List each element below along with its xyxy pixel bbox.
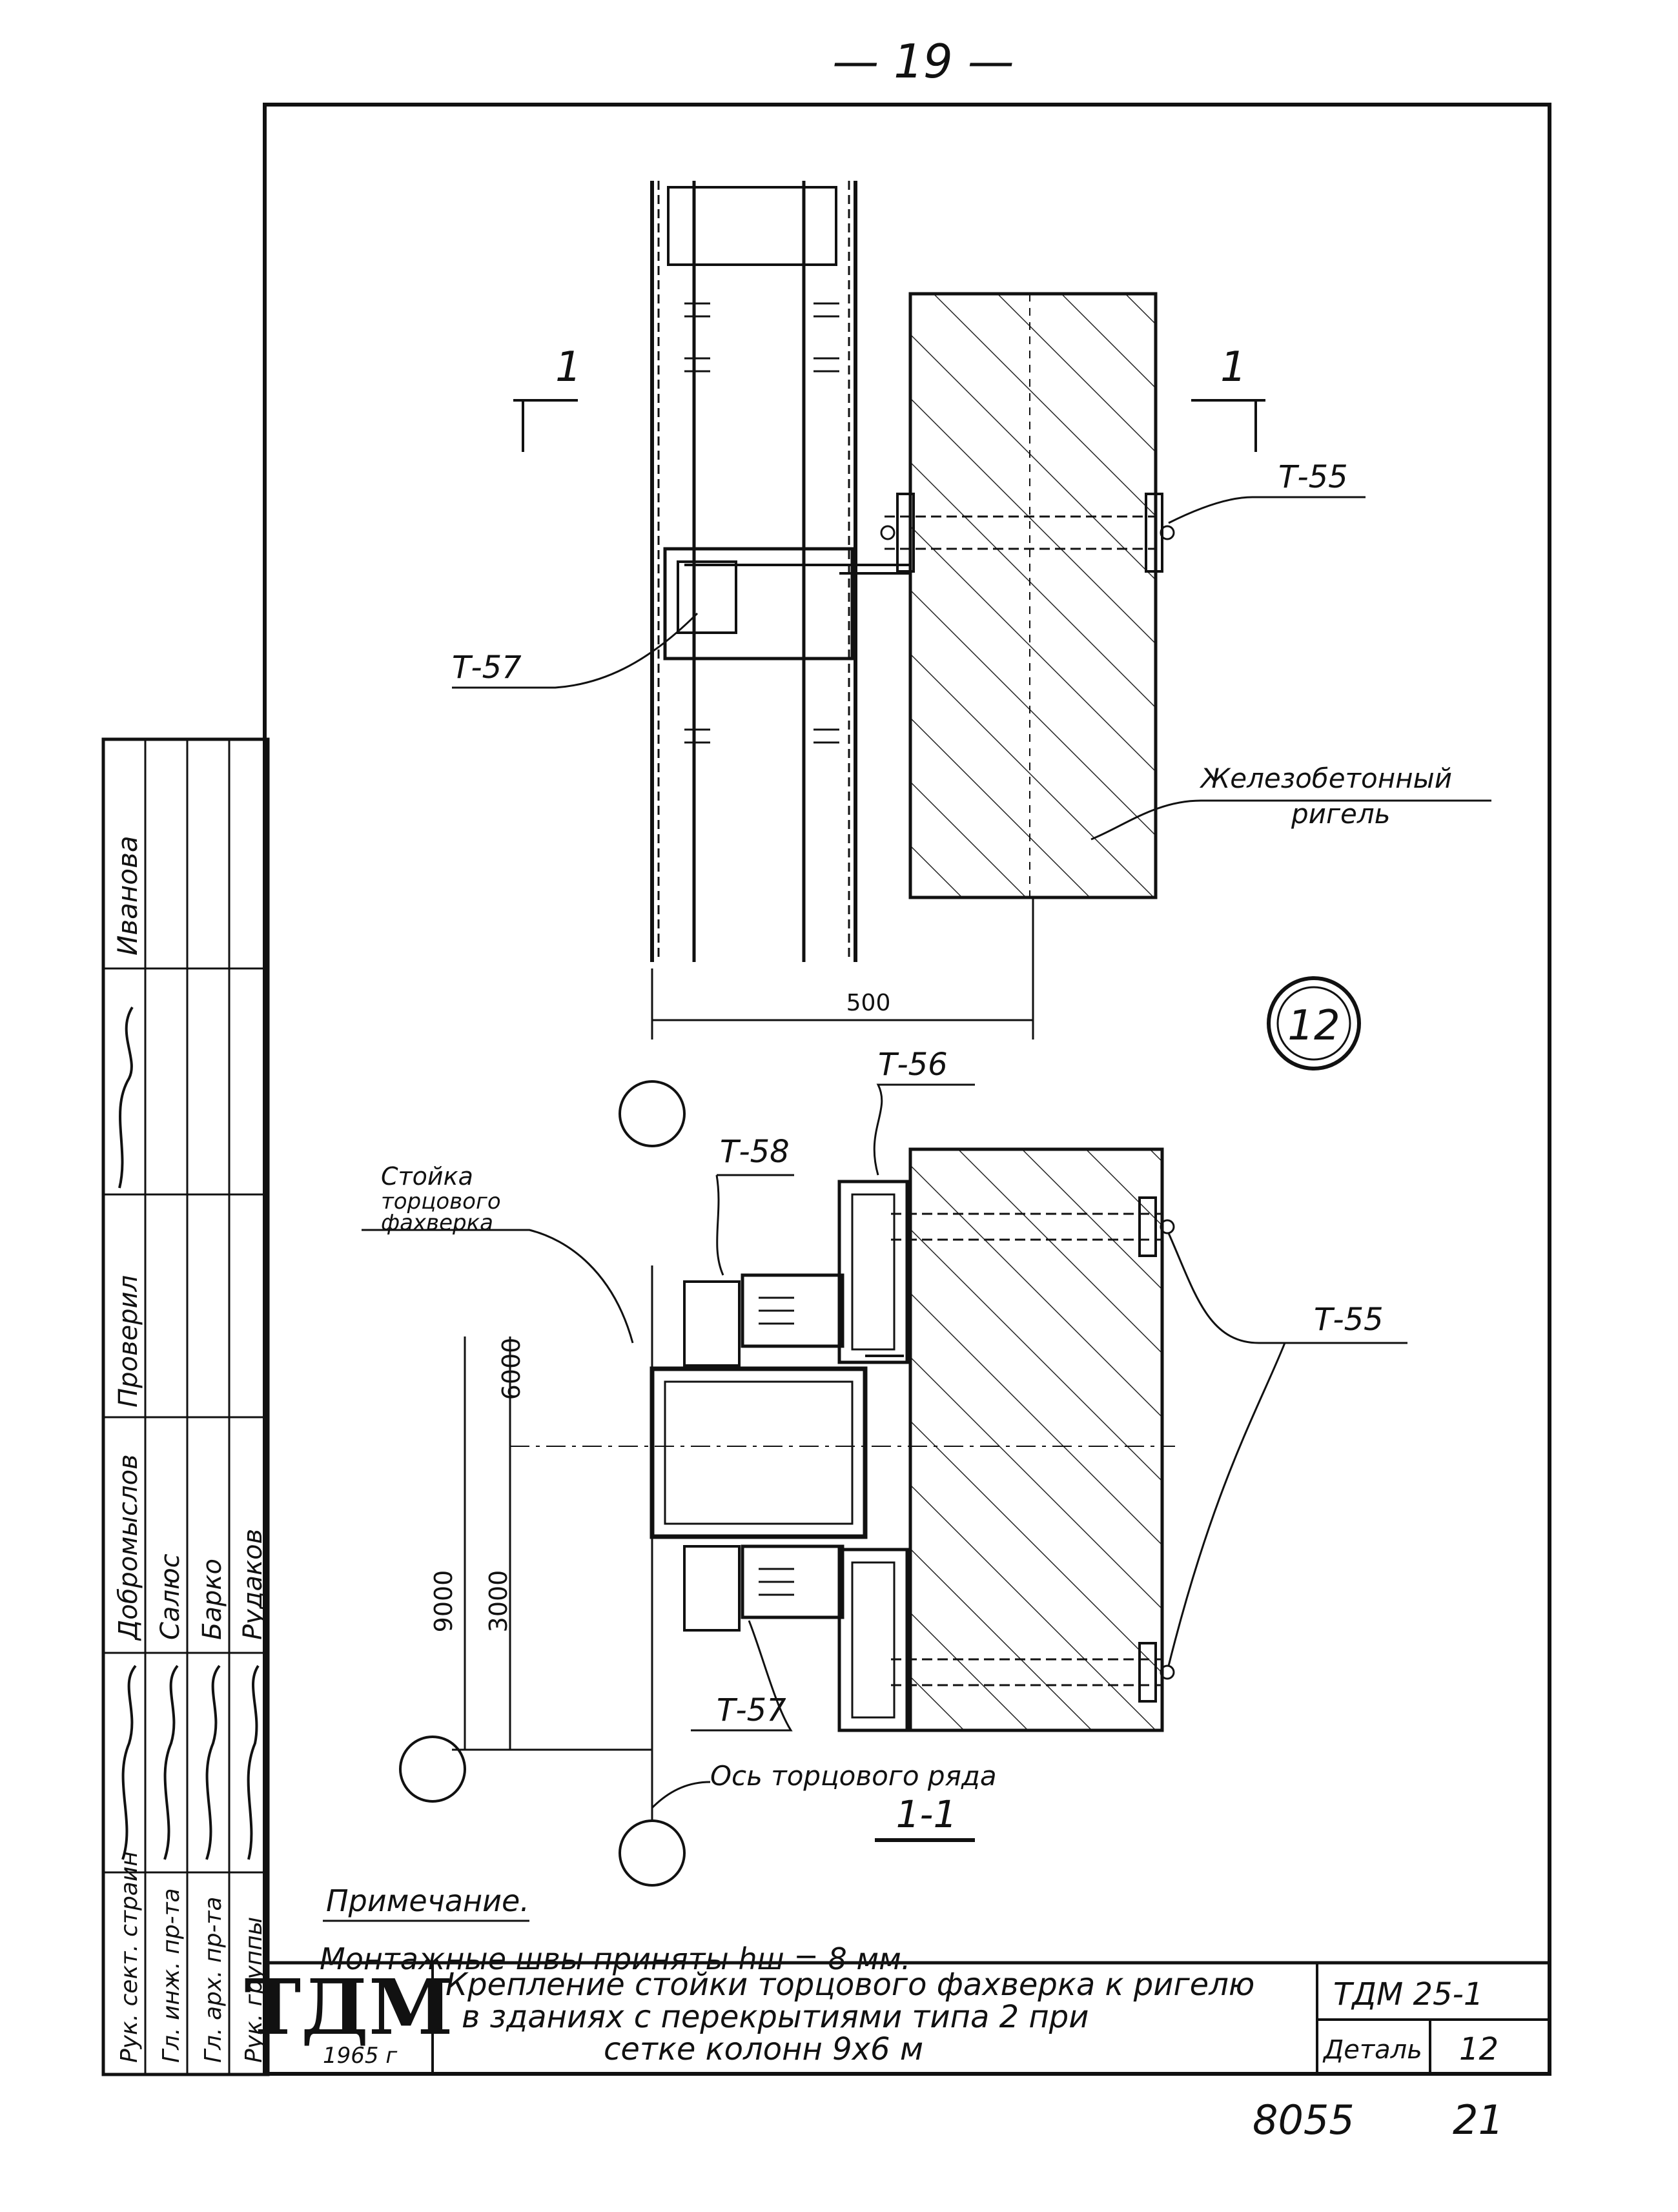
label-beam-line2: ригель [1291,798,1390,830]
name-2: Салюс [156,1553,185,1640]
title-block: ТДМ 1965 г Крепление стойки торцового фа… [244,1927,1550,2074]
label-post-line3: фахверка [381,1210,493,1236]
post-section [650,1366,868,1539]
concrete-beam-elevation [908,292,1158,899]
title-line2: в зданиях с перекрытиями типа 2 при [462,1999,1089,2035]
dim-9000: 9000 [429,1570,458,1633]
title-line1: Крепление стойки торцового фахверка к ри… [445,1967,1254,2003]
role-3: Гл. арх. пр-та [200,1897,227,2063]
sheet-number: 21 [1453,2096,1504,2144]
dim-3000: 3000 [484,1570,513,1633]
signature-scribble-4 [205,1664,221,1860]
elevation-view: 500 1 1 Т-55 Т-57 Железобетонный ригель … [452,181,1491,1147]
name-3: Барко [198,1559,227,1640]
top-name: Иванова [112,835,143,956]
tdm-logo: ТДМ [244,1962,453,2052]
page-number: — 19 — [832,34,1014,88]
role-2: Гл. инж. пр-та [158,1888,185,2063]
label-post-line1: Стойка [381,1162,473,1191]
signature-scribble-5 [247,1664,260,1860]
detail-label: Деталь [1322,2035,1422,2065]
archive-number: 8055 [1253,2096,1355,2144]
label-t56: Т-56 [878,1047,948,1083]
dim-500: 500 [846,990,891,1016]
name-4: Рудаков [238,1529,268,1640]
label-beam-line1: Железобетонный [1199,763,1452,794]
grid-bubble-top [619,1080,686,1147]
signature-scribble-2 [121,1664,137,1860]
section-title: 1-1 [896,1792,957,1836]
signature-scribble-3 [163,1664,179,1860]
note-heading: Примечание. [326,1883,529,1918]
grid-bubble-bottom [619,1819,686,1887]
label-t57-top: Т-57 [452,650,522,686]
series-code: ТДМ 25-1 [1333,1976,1483,2012]
detail-number: 12 [1287,1002,1340,1050]
detail-value: 12 [1459,2031,1499,2067]
title-line3: сетке колонн 9х6 м [604,2031,923,2067]
label-t55-bottom: Т-55 [1314,1302,1384,1338]
note: Примечание. Монтажные швы приняты hш = 8… [320,1883,910,1976]
label-axis: Ось торцового ряда [710,1760,997,1792]
checked-label: Проверил [114,1275,143,1408]
title-year: 1965 г [323,2043,398,2069]
signature-scribble-1 [118,1006,134,1189]
label-post-line2: торцового [381,1189,501,1214]
role-1: Рук. сект. страин [116,1851,143,2063]
section-mark-right: 1 [1220,343,1247,391]
section-view: 6000 9000 3000 Т-56 Т-58 Стойка торцовог… [362,1047,1407,1887]
dim-6000: 6000 [497,1338,526,1400]
grid-bubble-left [399,1736,466,1803]
sheet-frame [263,103,1551,2076]
section-mark-left: 1 [555,343,582,391]
note-text: Монтажные швы приняты hш = 8 мм. [320,1941,910,1976]
label-t55-top: Т-55 [1278,459,1348,495]
label-t57-bottom: Т-57 [717,1692,786,1728]
detail-number-circle [1267,976,1361,1070]
role-4: Рук. группы [241,1917,267,2063]
concrete-beam-section [908,1147,1164,1732]
label-t58: Т-58 [720,1134,790,1170]
name-1: Добромыслов [114,1454,143,1641]
signature-block: Рук. сект. страин Гл. инж. пр-та Гл. арх… [101,737,270,2076]
